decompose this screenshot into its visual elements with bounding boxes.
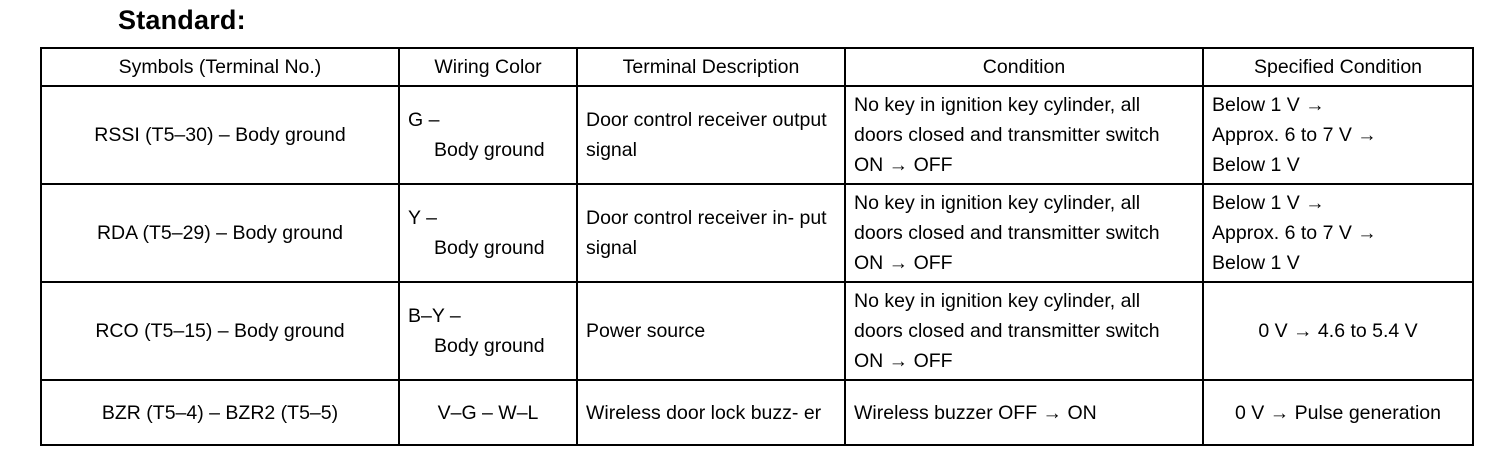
wiring-color-line: Body ground [434,237,545,259]
column-header-specified-condition: Specified Condition [1202,47,1474,87]
table-header-row: Symbols (Terminal No.) Wiring Color Term… [40,47,1474,87]
wiring-color-line: Body ground [434,139,545,161]
cell-specified-condition: 0 V → Pulse generation [1202,379,1474,446]
cell-wiring-color: V–G – W–L [398,379,578,446]
cell-wiring-color: G – Body ground [398,85,578,185]
cell-terminal-description: Door control receiver output signal [576,85,846,185]
wiring-color-line: G – [408,109,440,131]
wiring-color-line: Body ground [434,335,545,357]
column-header-terminal-description: Terminal Description [576,47,846,87]
wiring-color-line: B–Y – [408,305,461,327]
specified-line: 0 V → Pulse generation [1235,401,1441,424]
specified-line: Below 1 V [1212,154,1300,176]
cell-specified-condition: Below 1 V → Approx. 6 to 7 V → Below 1 V [1202,183,1474,283]
cell-symbol: RSSI (T5–30) – Body ground [40,85,400,185]
cell-condition: No key in ignition key cylinder, all doo… [844,183,1204,283]
specified-line: Approx. 6 to 7 V → [1212,124,1377,146]
cell-symbol: RCO (T5–15) – Body ground [40,281,400,381]
cell-wiring-color: B–Y – Body ground [398,281,578,381]
wiring-color-line: V–G – W–L [437,401,539,424]
column-header-condition: Condition [844,47,1204,87]
column-header-wiring-color: Wiring Color [398,47,578,87]
cell-condition: No key in ignition key cylinder, all doo… [844,85,1204,185]
cell-terminal-description: Door control receiver in- put signal [576,183,846,283]
cell-symbol: BZR (T5–4) – BZR2 (T5–5) [40,379,400,446]
cell-terminal-description: Wireless door lock buzz- er [576,379,846,446]
cell-wiring-color: Y – Body ground [398,183,578,283]
table-row: BZR (T5–4) – BZR2 (T5–5) V–G – W–L Wirel… [40,379,1474,446]
standard-table: Symbols (Terminal No.) Wiring Color Term… [40,47,1474,446]
cell-terminal-description: Power source [576,281,846,381]
table-row: RCO (T5–15) – Body ground B–Y – Body gro… [40,281,1474,381]
cell-specified-condition: Below 1 V → Approx. 6 to 7 V → Below 1 V [1202,85,1474,185]
cell-specified-condition: 0 V → 4.6 to 5.4 V [1202,281,1474,381]
table-row: RDA (T5–29) – Body ground Y – Body groun… [40,183,1474,283]
page-heading: Standard: [118,5,246,35]
specified-line: 0 V → 4.6 to 5.4 V [1258,320,1418,342]
specified-line: Below 1 V [1212,252,1300,274]
column-header-symbols: Symbols (Terminal No.) [40,47,400,87]
specified-line: Approx. 6 to 7 V → [1212,222,1377,244]
cell-condition: No key in ignition key cylinder, all doo… [844,281,1204,381]
specified-line: Below 1 V → [1212,192,1325,214]
specified-line: Below 1 V → [1212,94,1325,116]
cell-symbol: RDA (T5–29) – Body ground [40,183,400,283]
cell-condition: Wireless buzzer OFF → ON [844,379,1204,446]
wiring-color-line: Y – [408,207,437,229]
table-row: RSSI (T5–30) – Body ground G – Body grou… [40,85,1474,185]
